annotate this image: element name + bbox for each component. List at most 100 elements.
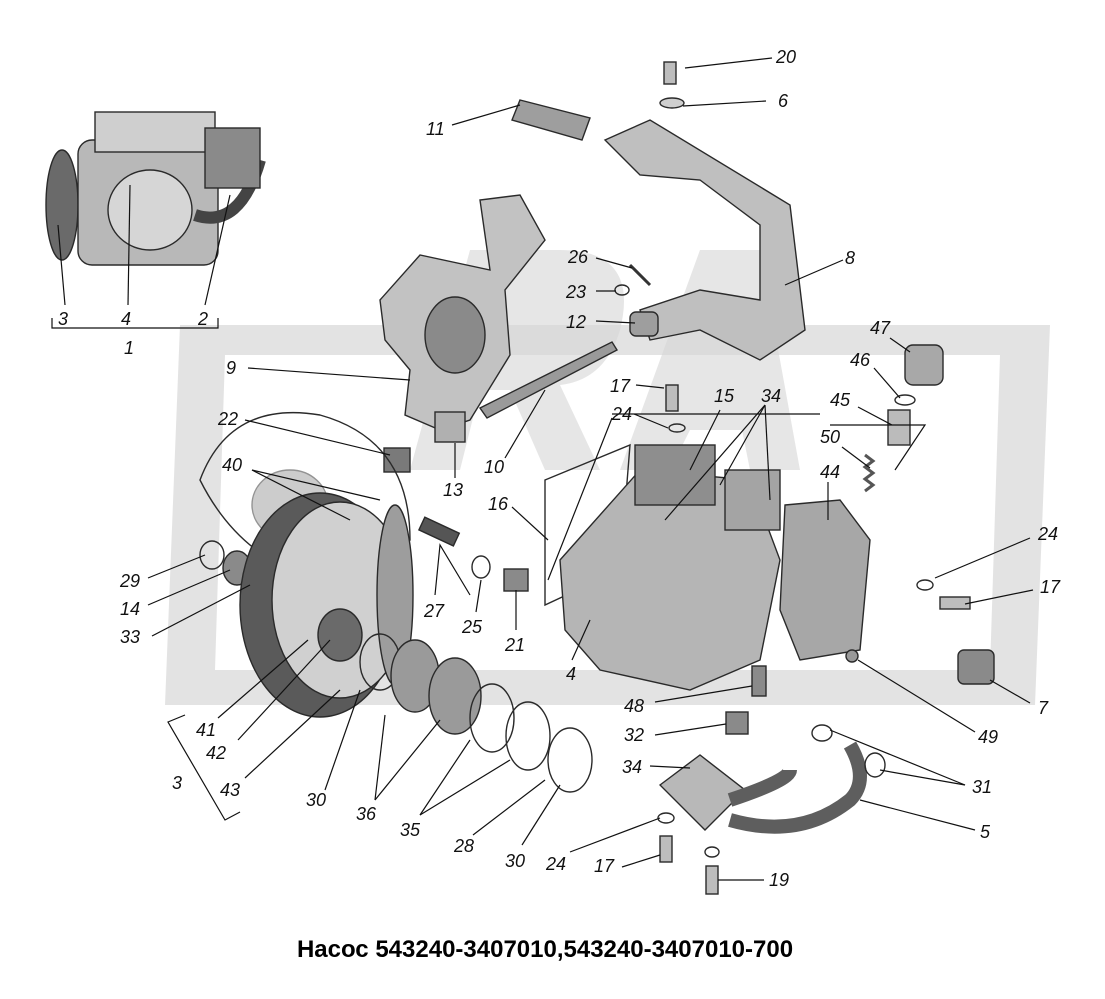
leader-4 (571, 619, 591, 661)
leader-16 (511, 506, 549, 541)
label-8: 8 (845, 248, 855, 268)
label-14: 14 (120, 599, 140, 619)
spring-50 (862, 453, 876, 493)
label-44: 44 (820, 462, 840, 482)
leader-26 (595, 257, 633, 269)
label-48: 48 (624, 696, 644, 716)
label-17b: 17 (1040, 577, 1061, 597)
label-28: 28 (453, 836, 474, 856)
label-17c: 17 (594, 856, 615, 876)
plug-49 (845, 649, 859, 663)
leader-17b (964, 589, 1034, 605)
leader-24b (934, 537, 1031, 579)
bolt-17-bottom (659, 835, 673, 863)
flange-34 (724, 469, 781, 531)
shaft-10 (478, 341, 618, 419)
label-7: 7 (1038, 698, 1049, 718)
pump-head-15 (634, 444, 716, 506)
plug-32 (725, 711, 749, 735)
leader-45 (857, 406, 893, 426)
leader-6 (682, 100, 767, 107)
inset-drum (107, 169, 193, 251)
bracket-9-bore (424, 296, 486, 374)
label-5: 5 (980, 822, 991, 842)
label-24a: 24 (611, 404, 632, 424)
label-3: 3 (172, 773, 182, 793)
leader-14 (147, 569, 231, 606)
leader-36-2 (374, 719, 441, 801)
label-31: 31 (972, 777, 992, 797)
bolt-17-top (665, 384, 679, 412)
leader-28 (472, 779, 546, 836)
leader-17c (621, 854, 661, 868)
leader-30b (521, 784, 561, 846)
bushing-13 (434, 411, 466, 443)
valve-45 (887, 409, 911, 446)
label-47: 47 (870, 318, 891, 338)
inset-label-3: 3 (58, 309, 68, 329)
label-9: 9 (226, 358, 236, 378)
pin-27 (417, 516, 461, 547)
nut-22 (383, 447, 411, 473)
ring-31-a (811, 724, 833, 742)
leader-24a (633, 413, 669, 429)
valve-housing-44 (779, 499, 871, 661)
bushing-12 (629, 311, 659, 337)
fitting-7 (957, 649, 995, 685)
leader-8 (784, 259, 844, 286)
label-34b: 34 (622, 757, 642, 777)
ring-29 (199, 540, 225, 570)
label-40: 40 (222, 455, 242, 475)
label-20: 20 (775, 47, 796, 67)
label-21: 21 (504, 635, 525, 655)
label-41: 41 (196, 720, 216, 740)
label-43: 43 (220, 780, 240, 800)
leader-49 (857, 659, 976, 733)
label-50: 50 (820, 427, 840, 447)
label-24c: 24 (545, 854, 566, 874)
diagram-title: Насос 543240-3407010,543240-3407010-700 (297, 936, 793, 963)
cotter-pin-26 (628, 263, 652, 287)
leader-32 (654, 723, 727, 736)
label-17a: 17 (610, 376, 631, 396)
label-25: 25 (461, 617, 483, 637)
label-6: 6 (778, 91, 789, 111)
label-42: 42 (206, 743, 226, 763)
inset-cutaway (94, 111, 216, 153)
label-22: 22 (217, 409, 238, 429)
label-16: 16 (488, 494, 509, 514)
leader-50-v (830, 424, 927, 471)
inset-pulley (45, 149, 79, 261)
label-30a: 30 (306, 790, 326, 810)
parts (199, 61, 995, 895)
leader-35-2 (419, 759, 511, 816)
assembled-pump-inset (45, 111, 266, 266)
inset-leader-2 (204, 194, 231, 306)
hub-41 (317, 608, 363, 662)
cap-47 (904, 344, 944, 386)
inset-label-4: 4 (121, 309, 131, 329)
leader-9 (247, 367, 411, 381)
leader-31-1 (829, 729, 966, 786)
label-33: 33 (120, 627, 140, 647)
leader-47 (889, 337, 911, 353)
leader-33 (151, 584, 251, 637)
leader-40-2 (251, 469, 351, 521)
leader-11 (451, 104, 521, 126)
leader-30a (324, 689, 361, 791)
bolt-17-right (939, 596, 971, 610)
label-30b: 30 (505, 851, 525, 871)
leader-24c (569, 817, 661, 853)
inset-bracket (51, 318, 219, 329)
label-27: 27 (423, 601, 445, 621)
leader-15 (689, 409, 721, 471)
leader-34b (649, 765, 691, 769)
leader-16-v (547, 417, 613, 581)
label-46: 46 (850, 350, 871, 370)
inset-head (204, 127, 261, 189)
leader-34a-3 (664, 404, 766, 521)
pin-11 (511, 99, 591, 141)
label-29: 29 (119, 571, 140, 591)
label-23: 23 (565, 282, 586, 302)
